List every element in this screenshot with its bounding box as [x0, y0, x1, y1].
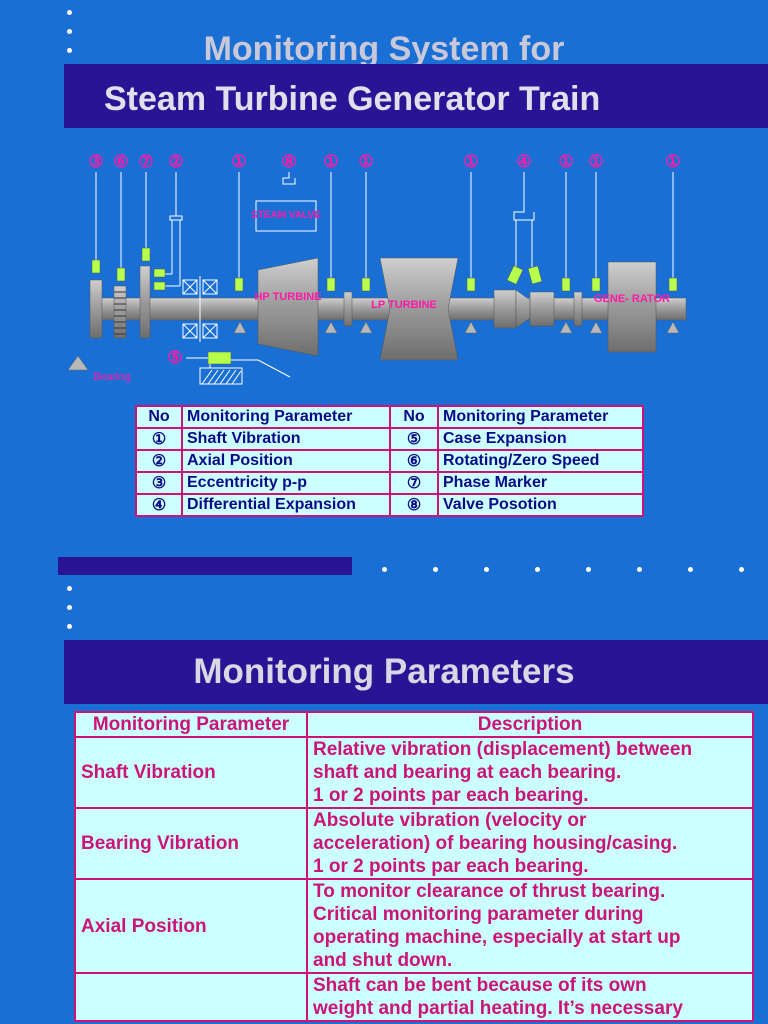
- marker-1e: ①: [558, 152, 573, 171]
- lp-turbine: [379, 257, 459, 361]
- section2-title: Monitoring Parameters: [193, 652, 575, 691]
- table-row: ④ Differential Expansion ⑧ Valve Posotio…: [135, 493, 644, 517]
- table-row: ① Shaft Vibration ⑤ Case Expansion: [135, 427, 644, 451]
- marker-1f: ①: [588, 152, 603, 171]
- title-line1: Monitoring System for: [203, 30, 565, 68]
- table1-cell: Differential Expansion: [181, 493, 391, 517]
- marker-2: ②: [168, 152, 183, 171]
- table1-cell: ①: [135, 427, 183, 451]
- table-row: Bearing Vibration Absolute vibration (ve…: [74, 807, 754, 880]
- marker-1c: ①: [358, 152, 373, 171]
- table1-header-no: No: [135, 405, 183, 429]
- marker-1a: ①: [231, 152, 246, 171]
- table1-cell: ②: [135, 449, 183, 473]
- thrust-bearing-boxes: [182, 276, 218, 342]
- table2-header-param: Monitoring Parameter: [74, 711, 308, 738]
- param-name: Bearing Vibration: [74, 807, 308, 880]
- table2-header-row: Monitoring Parameter Description: [74, 711, 754, 738]
- sensors: [91, 247, 678, 292]
- leader-lines: [95, 172, 674, 287]
- table-row: ③ Eccentricity p-p ⑦ Phase Marker: [135, 471, 644, 495]
- lp-turbine-label: LP TURBINE: [371, 299, 437, 311]
- marker-3: ③: [88, 152, 103, 171]
- table1-cell: ④: [135, 493, 183, 517]
- table1-cell: Axial Position: [181, 449, 391, 473]
- table1-cell: Case Expansion: [437, 427, 644, 451]
- marker-7: ⑦: [138, 152, 153, 171]
- table1-cell: ⑥: [389, 449, 439, 473]
- table1-cell: ③: [135, 471, 183, 495]
- param-desc: To monitor clearance of thrust bearing.C…: [306, 878, 754, 974]
- table1-cell: ⑦: [389, 471, 439, 495]
- param-desc: Relative vibration (displacement) betwee…: [306, 736, 754, 809]
- diff-expansion-hub: [529, 291, 555, 327]
- marker-1b: ①: [323, 152, 338, 171]
- marker-6: ⑥: [113, 152, 128, 171]
- case-expansion-sensor: [207, 351, 232, 365]
- param-name: Shaft Vibration: [74, 736, 308, 809]
- generator-label: GENE- RATOR: [594, 293, 670, 305]
- table1-header-param2: Monitoring Parameter: [437, 405, 644, 429]
- table2-header-desc: Description: [306, 711, 754, 738]
- coupling-1: [343, 291, 353, 327]
- param-name: Axial Position: [74, 878, 308, 974]
- table1-cell: Shaft Vibration: [181, 427, 391, 451]
- monitoring-parameters-table: Monitoring Parameter Description Shaft V…: [74, 711, 754, 1022]
- generator: [607, 261, 657, 353]
- marker-4: ④: [516, 152, 531, 171]
- steam-valve-box: [255, 200, 317, 232]
- hp-turbine-label: HP TURBINE: [254, 291, 321, 303]
- bearing-triangles: [233, 321, 680, 334]
- wheel-teeth: [114, 291, 126, 335]
- table1-cell: Valve Posotion: [437, 493, 644, 517]
- table-row: Shaft Vibration Relative vibration (disp…: [74, 736, 754, 809]
- title-line2: Steam Turbine Generator Train: [104, 80, 601, 118]
- coupling-2: [573, 291, 583, 327]
- case-expansion-lines: [186, 357, 291, 378]
- table1-cell: ⑤: [389, 427, 439, 451]
- table1-cell: Rotating/Zero Speed: [437, 449, 644, 473]
- title-band: [64, 64, 768, 128]
- marker-8: ⑧: [281, 152, 296, 171]
- table-row: Axial Position To monitor clearance of t…: [74, 878, 754, 974]
- hp-turbine: [257, 257, 319, 357]
- table-row: ② Axial Position ⑥ Rotating/Zero Speed: [135, 449, 644, 473]
- toothed-wheel: [113, 285, 127, 339]
- marker-1d: ①: [463, 152, 478, 171]
- separator-bar: [58, 557, 352, 575]
- marker-1g: ①: [665, 152, 680, 171]
- turbine-train-diagram: ③ ⑥ ⑦ ② ① ⑧ ① ① ① ④ ① ① ① STEAM VALVE: [67, 152, 687, 385]
- bearing-legend-icon: [67, 355, 89, 371]
- case-anchor-hatch: [201, 369, 242, 385]
- table1-cell: ⑧: [389, 493, 439, 517]
- diff-expansion-collar: [493, 289, 517, 329]
- marker-5: ⑤: [167, 348, 182, 367]
- table1-header-no2: No: [389, 405, 439, 429]
- diff-expansion-cone: [515, 289, 531, 329]
- shaft-end-disc: [89, 279, 103, 339]
- steam-valve-label: STEAM VALVE: [251, 210, 321, 221]
- table1-cell: Eccentricity p-p: [181, 471, 391, 495]
- table1-cell: Phase Marker: [437, 471, 644, 495]
- table1-header-row: No Monitoring Parameter No Monitoring Pa…: [135, 405, 644, 429]
- param-name: [74, 972, 308, 1022]
- parameter-number-table: No Monitoring Parameter No Monitoring Pa…: [135, 405, 644, 517]
- table1-header-param: Monitoring Parameter: [181, 405, 391, 429]
- section2-band: [64, 640, 768, 704]
- bearing-legend-label: Bearing: [93, 371, 131, 383]
- thrust-collar: [139, 265, 151, 339]
